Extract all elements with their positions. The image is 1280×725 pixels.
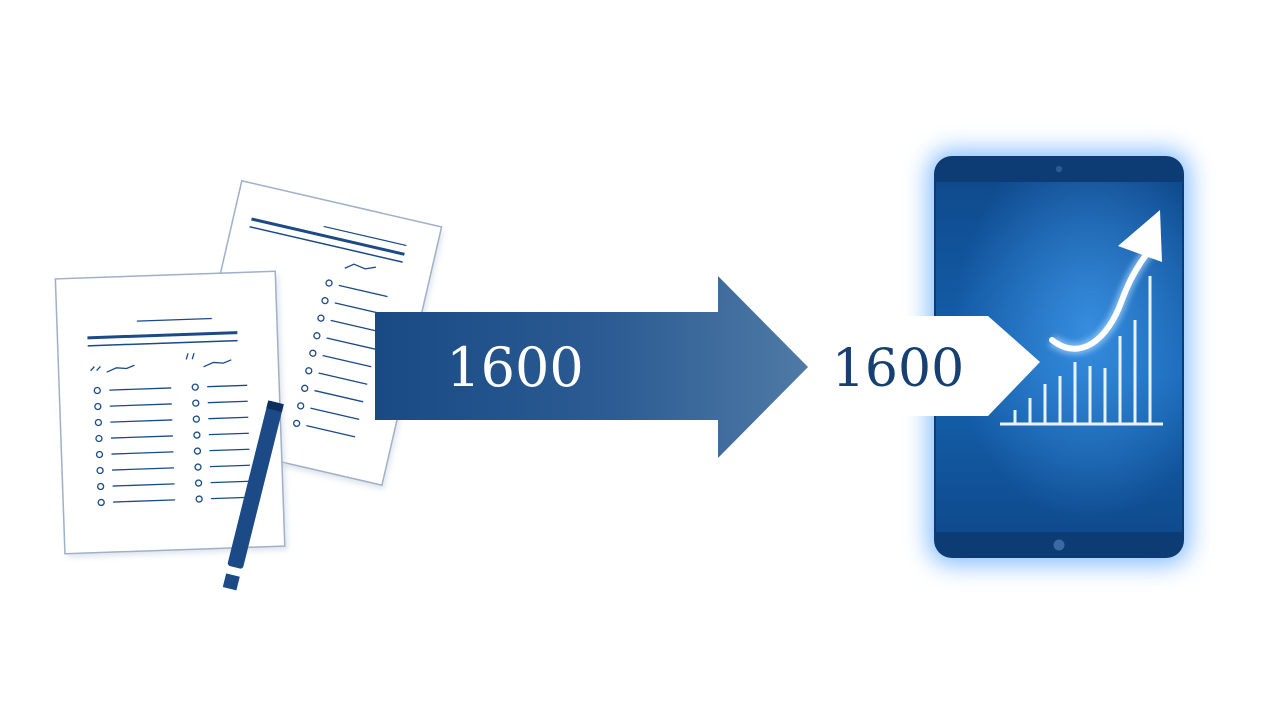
- left-score-label: 1600: [446, 336, 583, 399]
- score-pointer: 1600: [832, 316, 1040, 416]
- right-score-label: 1600: [832, 339, 964, 399]
- pencil-icon: [222, 400, 284, 591]
- progress-arrow: 1600: [375, 276, 808, 458]
- answer-sheet-front: [54, 270, 288, 558]
- tablet-camera: [1055, 165, 1063, 173]
- tablet-home-button: [1053, 539, 1065, 551]
- growth-chart-icon: [1000, 210, 1163, 426]
